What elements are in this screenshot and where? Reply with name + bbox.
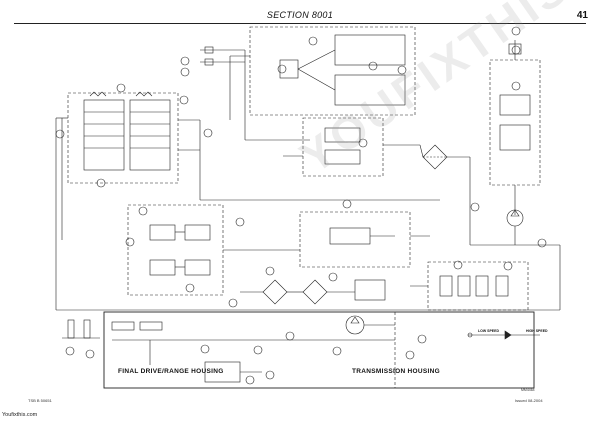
lower-valve — [354, 279, 386, 301]
page-number: 41 — [576, 10, 588, 21]
low-speed-label: LOW SPEED — [478, 329, 500, 333]
clutch-pack-3 — [475, 275, 489, 297]
right-valve-block-outline — [489, 59, 541, 186]
mid-left-valve-2 — [184, 224, 211, 241]
center-valve-1 — [324, 127, 361, 143]
clutch-block-outline — [427, 261, 529, 311]
mid-left-valve-3 — [149, 259, 176, 276]
high-speed-label: HIGH SPEED — [526, 329, 548, 333]
footer-right-code: Issued 08-2004 — [515, 398, 543, 403]
valve-top-1 — [334, 34, 406, 66]
filter-symbol — [422, 144, 448, 170]
section-title: SECTION 8001 — [266, 10, 334, 20]
spool-valve-2 — [129, 99, 171, 171]
housing-outline — [103, 311, 535, 389]
center-valve-2 — [324, 149, 361, 165]
mid-center-valve — [329, 227, 371, 245]
clutch-pack-4 — [495, 275, 509, 297]
filter-lower-2 — [302, 279, 328, 305]
valve-top-small — [279, 59, 299, 79]
mid-left-block-outline — [127, 204, 224, 296]
right-valve — [499, 94, 531, 116]
footer-site-link[interactable]: Youfixthis.com — [2, 412, 38, 418]
footer-left-code: TSB B 50651 — [28, 398, 52, 403]
valve-assembly-left-outline — [67, 92, 179, 184]
header-rule — [14, 23, 586, 24]
transmission-pump — [345, 315, 365, 335]
valve-block-top-outline — [249, 26, 416, 116]
spool-valve-1 — [83, 99, 125, 171]
filter-lower-1 — [262, 279, 288, 305]
clutch-pack-1 — [439, 275, 453, 297]
valve-group-center-outline — [302, 117, 384, 177]
mid-left-valve-4 — [184, 259, 211, 276]
clutch-pack-2 — [457, 275, 471, 297]
diagram-reference-code: MM4464 — [521, 388, 535, 392]
final-drive-housing-label: FINAL DRIVE/RANGE HOUSING — [118, 368, 224, 375]
mid-center-block-outline — [299, 211, 411, 268]
mid-left-valve-1 — [149, 224, 176, 241]
transmission-housing-label: TRANSMISSION HOUSING — [352, 368, 440, 375]
right-valve-2 — [499, 124, 531, 151]
